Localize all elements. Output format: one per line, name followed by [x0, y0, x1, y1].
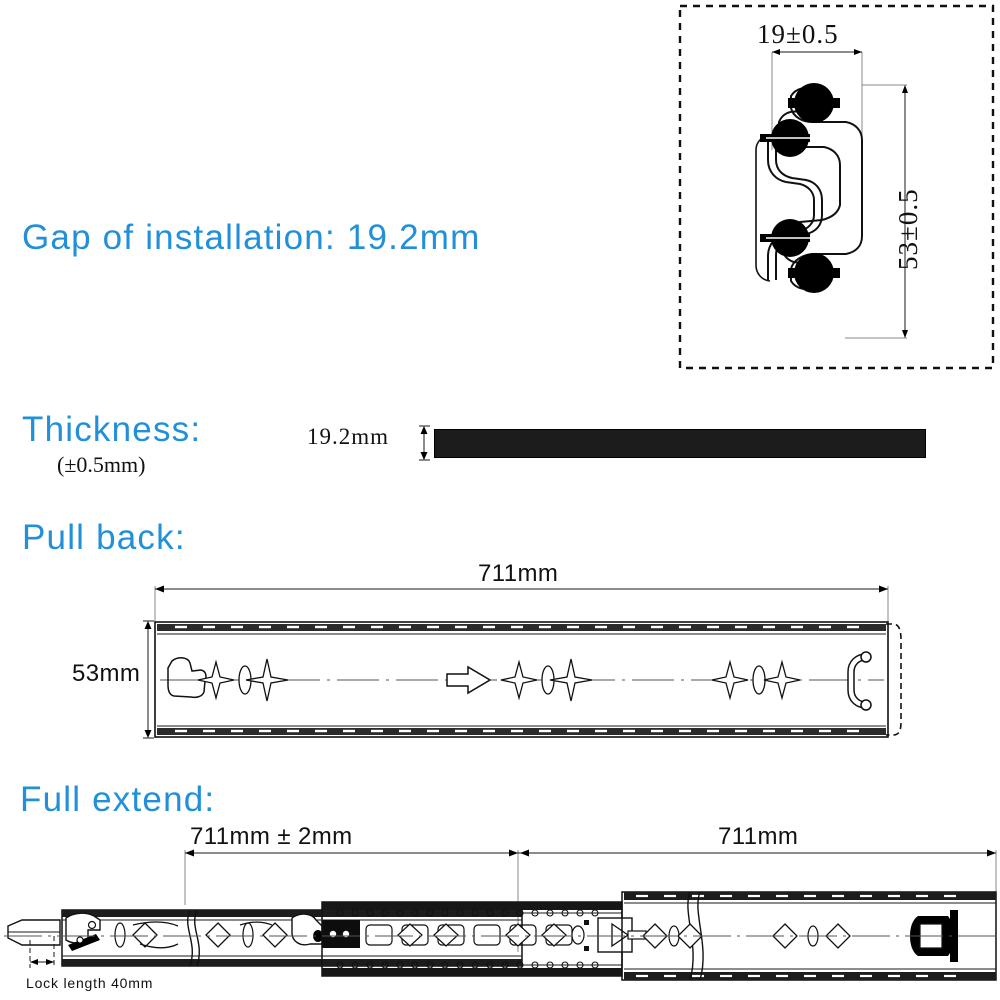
bearing-retainer-top: [336, 909, 599, 917]
thickness-value-label: 19.2mm: [307, 424, 390, 449]
middle-rail-slots: [365, 923, 573, 947]
mounting-hole-mid-2: [549, 658, 593, 702]
mounting-hole-left-2: [245, 658, 289, 702]
mounting-hole-right-1: [711, 659, 749, 701]
full-extend-heading: Full extend:: [20, 780, 216, 819]
ball-bearing-bottom-1: [760, 219, 812, 257]
pull-back-height-label: 53mm: [72, 660, 141, 687]
outer-rail-features: [642, 923, 851, 949]
rail-feature-group-2: [205, 921, 288, 948]
full-extend-left-length-label: 711mm ± 2mm: [190, 823, 353, 850]
thickness-heading: Thickness:: [22, 410, 202, 449]
mounting-hole-right-2: [763, 659, 801, 701]
thickness-tolerance-label: (±0.5mm): [57, 452, 146, 477]
thickness-bar: [434, 429, 926, 458]
rail-feature-group-1: [114, 921, 179, 949]
release-lever-icon: [446, 665, 492, 695]
end-clip-icon: [847, 651, 872, 711]
cross-section-width-label: 19±0.5: [757, 19, 839, 49]
full-extend-right-length-label: 711mm: [718, 823, 799, 850]
pull-back-length-label: 711mm: [478, 560, 559, 587]
cross-section-dashed-border: [678, 4, 995, 370]
bearing-retainer-bottom: [336, 961, 599, 969]
lock-length-label: Lock length 40mm: [26, 975, 154, 991]
mounting-hole-mid-1: [500, 659, 538, 701]
pull-back-slide-body: [154, 621, 902, 738]
gap-of-installation-heading: Gap of installation: 19.2mm: [22, 218, 481, 257]
pull-back-heading: Pull back:: [22, 518, 186, 557]
ball-bearing-group: [760, 83, 840, 293]
ball-bearing-bottom-2: [788, 253, 840, 293]
mounting-hole-left-1: [197, 659, 235, 701]
ball-bearing-top-1: [788, 83, 840, 123]
full-extend-assembly: [4, 891, 997, 981]
ball-bearing-top-2: [760, 119, 812, 157]
